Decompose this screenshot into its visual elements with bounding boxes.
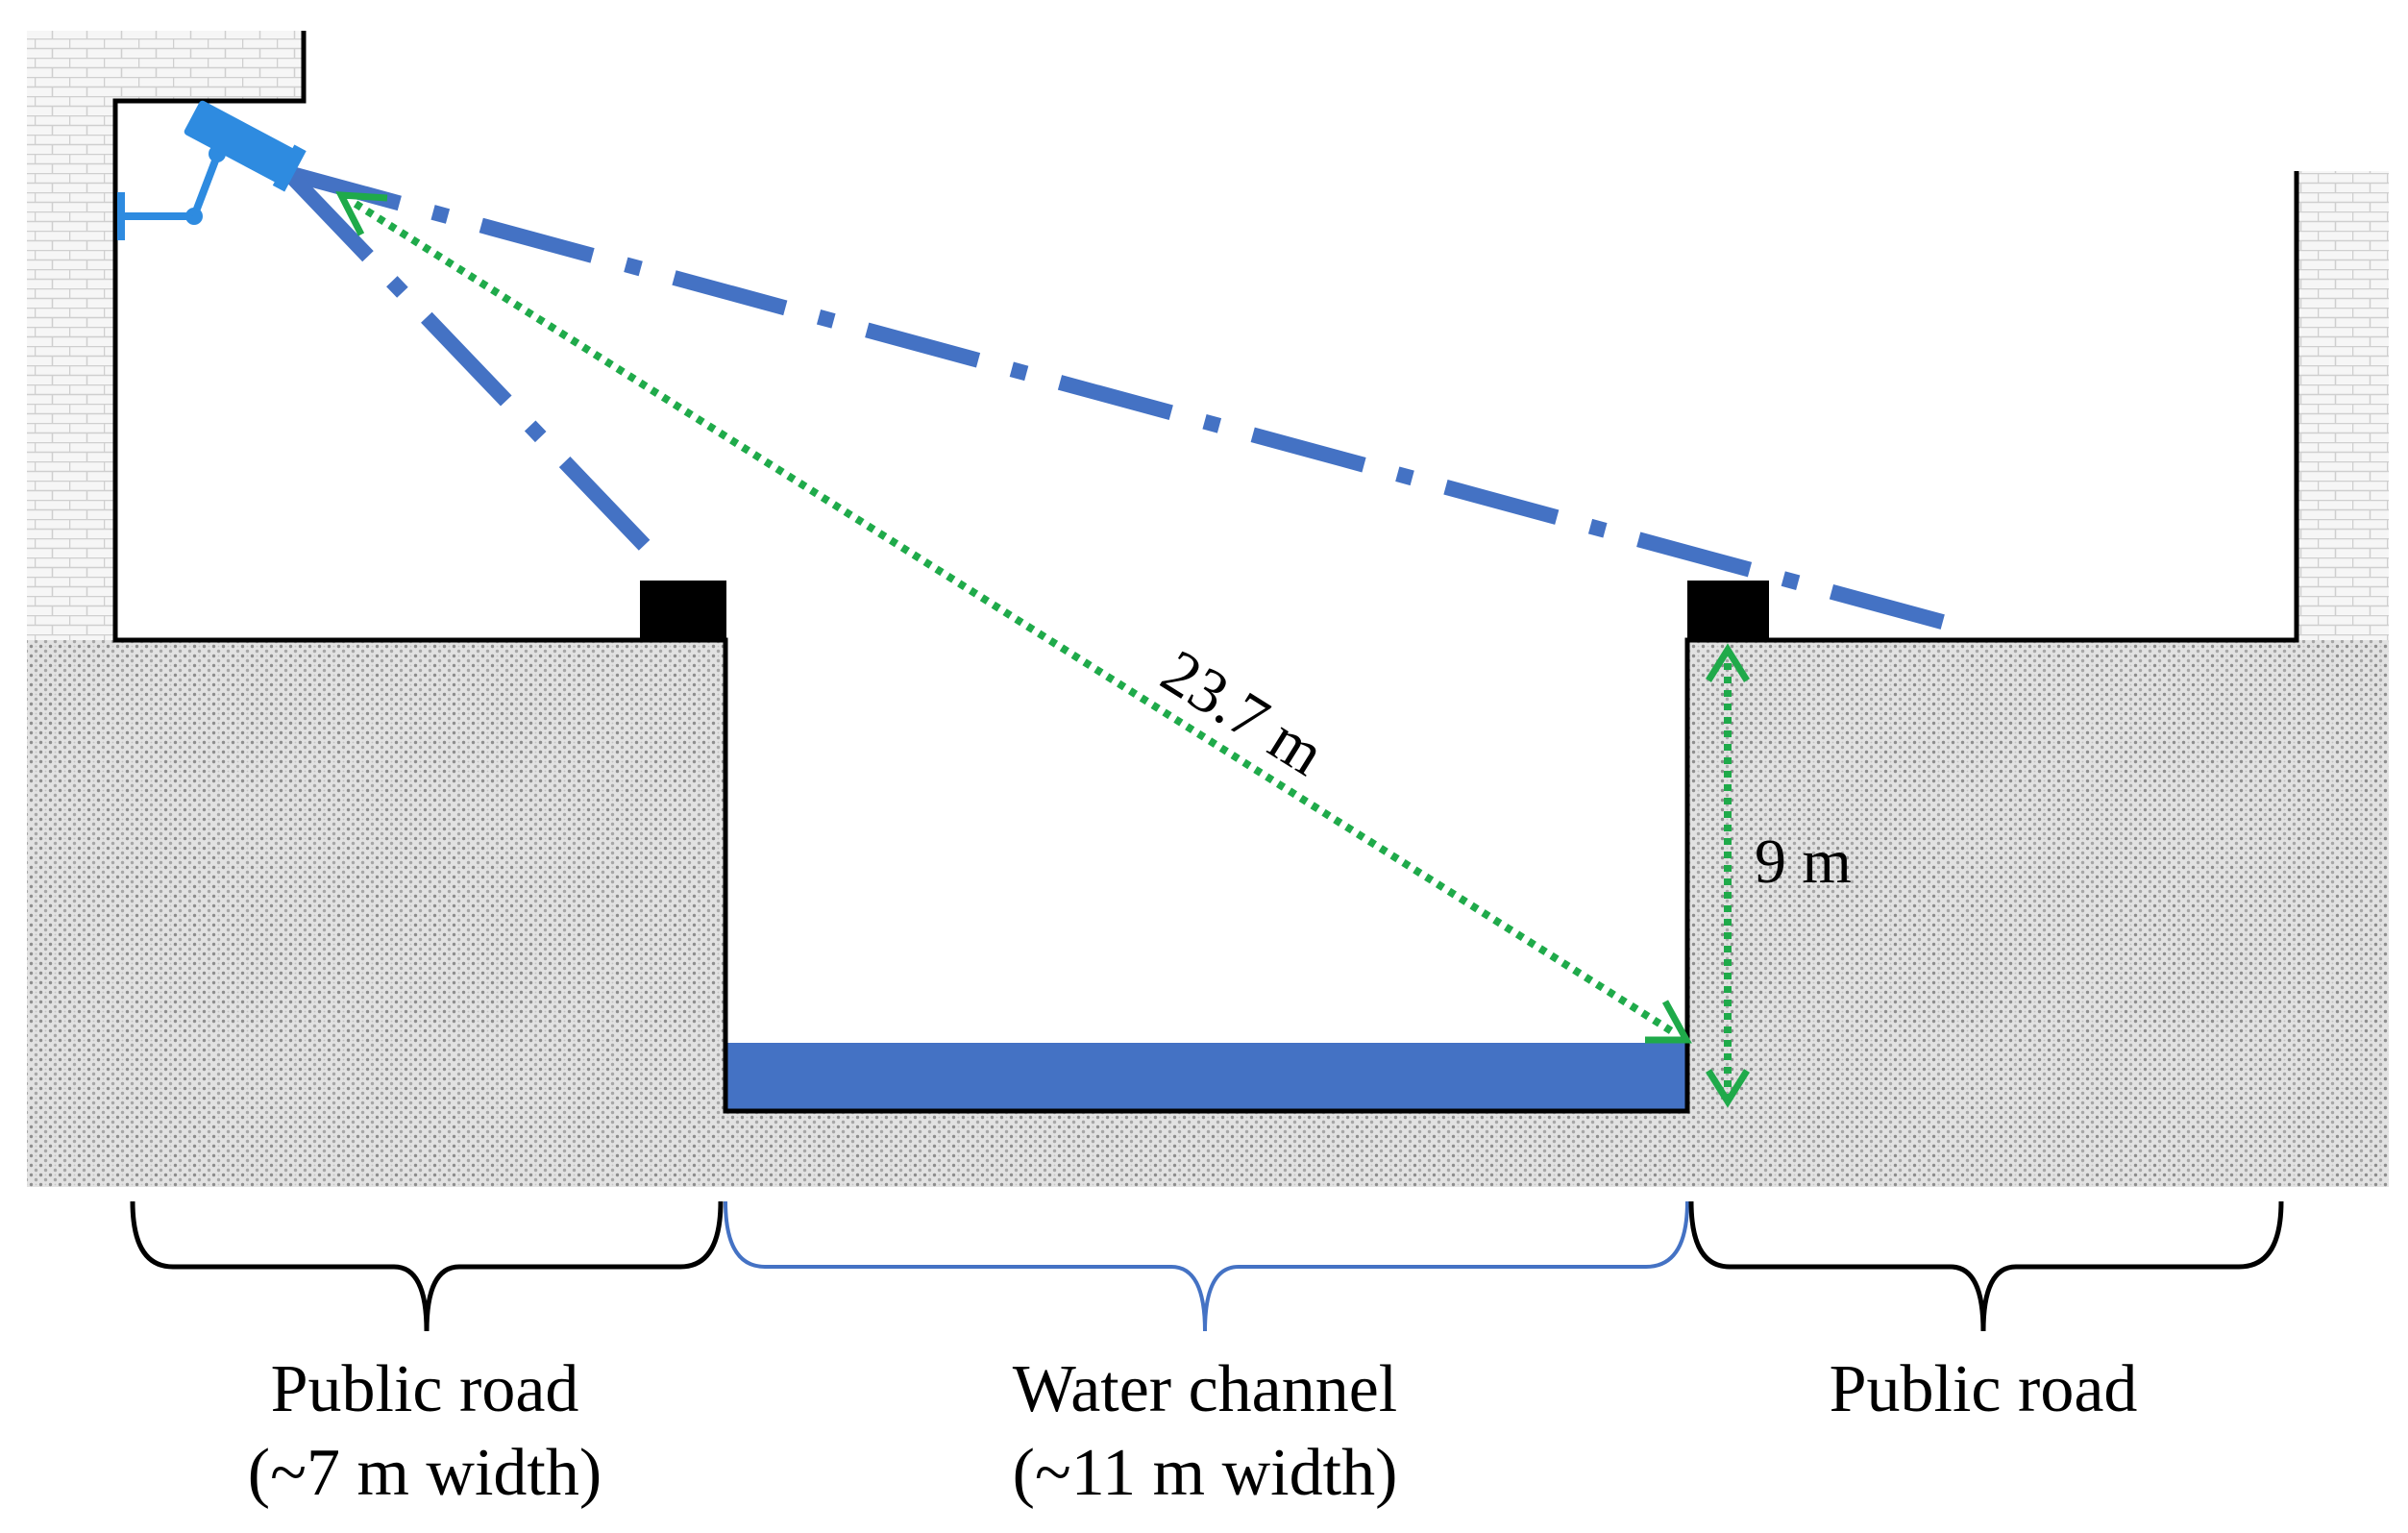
- brace-right-road: [1688, 1200, 2284, 1332]
- railing-block-left: [640, 581, 726, 640]
- right-road-label: Public road: [1830, 1352, 2138, 1426]
- cctv-camera-icon: [117, 100, 307, 240]
- brace-water-channel: [724, 1200, 1689, 1332]
- measure-diagonal: [335, 191, 1692, 1044]
- brick-wall-left-top: [115, 31, 304, 101]
- wall-outline-left: [112, 31, 2299, 1114]
- brace-left-road: [130, 1200, 724, 1332]
- left-road-label: Public road: [271, 1352, 579, 1426]
- brick-wall-left: [27, 31, 115, 640]
- water-body: [725, 1043, 1687, 1111]
- channel-width-label: (~11 m width): [1013, 1436, 1398, 1510]
- brick-wall-right: [2297, 171, 2389, 640]
- height-label: 9 m: [1755, 827, 1852, 897]
- measure-height: [1706, 643, 1750, 1108]
- view-line-upper: [285, 165, 1949, 631]
- view-line-lower: [283, 167, 657, 558]
- ground-right: [1687, 640, 2389, 1187]
- ground-bottom: [725, 1111, 1687, 1187]
- ground-left: [27, 640, 725, 1187]
- railing-block-right: [1687, 581, 1769, 640]
- diagonal-distance-label: 23.7 m: [1149, 636, 1336, 789]
- channel-label: Water channel: [1013, 1352, 1398, 1426]
- left-road-width-label: (~7 m width): [248, 1436, 602, 1510]
